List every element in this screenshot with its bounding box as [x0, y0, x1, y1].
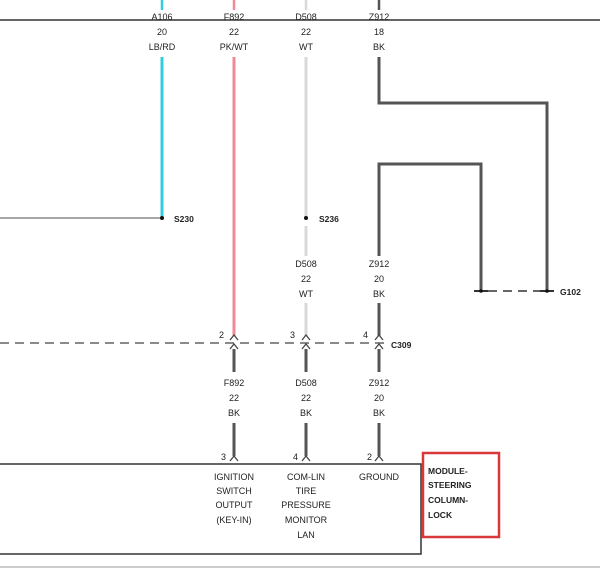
- module-name-line-1: MODULE-: [428, 466, 468, 476]
- bottom-f892-gauge: 22: [229, 393, 239, 403]
- module-pin-2-number: 2: [367, 452, 372, 462]
- wire-z912-ground: [377, 57, 549, 290]
- ignition-line-3: OUTPUT: [216, 500, 254, 510]
- c309-pin-2-number: 2: [219, 330, 224, 340]
- comlin-line-2: TIRE: [296, 486, 317, 496]
- module-pins: 3 4 2: [221, 452, 384, 462]
- wire-a106-gauge: 20: [157, 27, 167, 37]
- module-name-line-3: COLUMN-: [428, 495, 468, 505]
- module-name-highlight[interactable]: [421, 451, 501, 539]
- connector-c309-pins: 2 3 4: [219, 330, 384, 350]
- c309-pin-4-number: 4: [363, 330, 368, 340]
- ignition-line-1: IGNITION: [214, 472, 254, 482]
- mid-z912-circuit: Z912: [369, 259, 390, 269]
- splice-s230-dot: [160, 216, 164, 220]
- c309-pin-3-number: 3: [290, 330, 295, 340]
- bottom-z912-color: BK: [373, 408, 385, 418]
- splice-s236-dot: [304, 216, 308, 220]
- wire-d508-circuit: D508: [295, 12, 317, 22]
- mid-d508-color: WT: [299, 289, 313, 299]
- wire-z912-color: BK: [373, 42, 385, 52]
- bottom-wire-labels: F892 22 BK D508 22 BK Z912 20 BK: [224, 378, 390, 418]
- bottom-z912-gauge: 20: [374, 393, 384, 403]
- connector-c309-label: C309: [391, 340, 412, 350]
- wire-d508-color: WT: [299, 42, 313, 52]
- ignition-line-4: (KEY-IN): [216, 515, 251, 525]
- c309-pin-4-icon: [374, 333, 384, 341]
- wire-f892-color: PK/WT: [220, 42, 249, 52]
- bottom-z912-circuit: Z912: [369, 378, 390, 388]
- mid-d508-circuit: D508: [295, 259, 317, 269]
- bottom-d508-circuit: D508: [295, 378, 317, 388]
- bottom-d508-color: BK: [300, 408, 312, 418]
- wire-z912-gauge: 18: [374, 27, 384, 37]
- ground-dot-right: [545, 289, 549, 293]
- splice-s230-label: S230: [174, 214, 194, 224]
- c309-pin-3-lower-icon: [301, 342, 311, 350]
- ground-dot-left: [479, 289, 483, 293]
- ground-line-1: GROUND: [359, 472, 399, 482]
- bottom-f892-circuit: F892: [224, 378, 245, 388]
- wire-z912-circuit: Z912: [369, 12, 390, 22]
- module-name: MODULE- STEERING COLUMN- LOCK: [428, 466, 472, 520]
- c309-pin-4-lower-icon: [374, 342, 384, 350]
- c309-pin-2-lower-icon: [229, 342, 239, 350]
- top-wire-labels: A106 20 LB/RD F892 22 PK/WT D508 22 WT Z…: [149, 12, 390, 52]
- comlin-line-1: COM-LIN: [287, 472, 325, 482]
- wire-a106-color: LB/RD: [149, 42, 176, 52]
- wire-a106-circuit: A106: [151, 12, 172, 22]
- module-box: [0, 463, 422, 555]
- wire-f892-circuit: F892: [224, 12, 245, 22]
- module-pin-3-number: 3: [221, 452, 226, 462]
- mid-wire-labels: D508 22 WT Z912 20 BK: [295, 259, 389, 299]
- module-pin-3-icon: [229, 454, 239, 462]
- ignition-line-2: SWITCH: [216, 486, 252, 496]
- module-pin-4-icon: [301, 454, 311, 462]
- mid-d508-gauge: 22: [301, 274, 311, 284]
- wire-z912-mid-ground: [377, 162, 483, 290]
- comlin-line-4: MONITOR: [285, 515, 328, 525]
- module-name-line-2: STEERING: [428, 480, 472, 490]
- wire-f892-gauge: 22: [229, 27, 239, 37]
- mid-z912-gauge: 20: [374, 274, 384, 284]
- wire-d508-gauge: 22: [301, 27, 311, 37]
- module-pin-2-icon: [374, 454, 384, 462]
- pin-function-ground: GROUND: [359, 472, 399, 482]
- comlin-line-5: LAN: [297, 530, 315, 540]
- module-pin-4-number: 4: [293, 452, 298, 462]
- c309-pin-2-icon: [229, 333, 239, 341]
- ground-g102-label: G102: [560, 287, 581, 297]
- pin-function-comlin: COM-LIN TIRE PRESSURE MONITOR LAN: [281, 472, 331, 540]
- pin-function-ignition: IGNITION SWITCH OUTPUT (KEY-IN): [214, 472, 254, 525]
- module-name-line-4: LOCK: [428, 510, 453, 520]
- bottom-d508-gauge: 22: [301, 393, 311, 403]
- splice-s236-label: S236: [319, 214, 339, 224]
- bottom-f892-color: BK: [228, 408, 240, 418]
- c309-pin-3-icon: [301, 333, 311, 341]
- comlin-line-3: PRESSURE: [281, 500, 331, 510]
- mid-z912-color: BK: [373, 289, 385, 299]
